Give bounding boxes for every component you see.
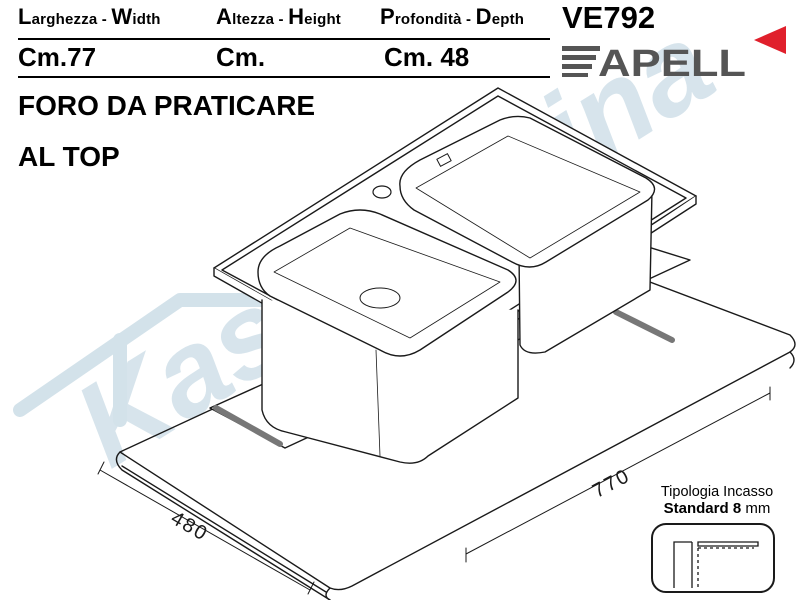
depth-value: Cm. 48	[384, 42, 470, 72]
faucet-hole	[372, 185, 392, 199]
brand-name: APELL	[598, 43, 746, 78]
height-value: Cm.	[216, 42, 266, 72]
length-dimension-label: 770	[589, 465, 634, 503]
depth-dimension-label: 480	[167, 507, 212, 546]
model-code: VE792	[562, 0, 656, 35]
length-dimension-line	[465, 386, 771, 563]
rear-bowl	[399, 115, 656, 354]
depth-dimension-line	[97, 461, 315, 595]
title-line-2: AL TOP	[18, 141, 120, 172]
countertop	[115, 247, 796, 600]
width-value: Cm.77	[18, 42, 97, 72]
accent-arrow-icon	[754, 26, 786, 54]
title-line-1: FORO DA PRATICARE	[18, 90, 316, 121]
installation-type: Tipologia Incasso Standard 8 mm	[636, 484, 798, 594]
installation-standard: Standard 8 mm	[663, 500, 771, 517]
installation-label: Tipologia Incasso	[660, 484, 774, 500]
depth-label: Profondità - Depth	[380, 4, 525, 29]
front-bowl	[257, 209, 519, 464]
header-divider	[18, 38, 550, 40]
installation-unit: mm	[745, 500, 771, 517]
height-label: Altezza - Height	[216, 4, 342, 29]
header-bottom-rule	[18, 76, 550, 78]
installation-standard-value: 8	[732, 500, 742, 517]
apell-logo: APELL	[562, 43, 746, 78]
width-label: Larghezza - Width	[18, 4, 161, 29]
installation-profile-icon	[651, 523, 775, 593]
